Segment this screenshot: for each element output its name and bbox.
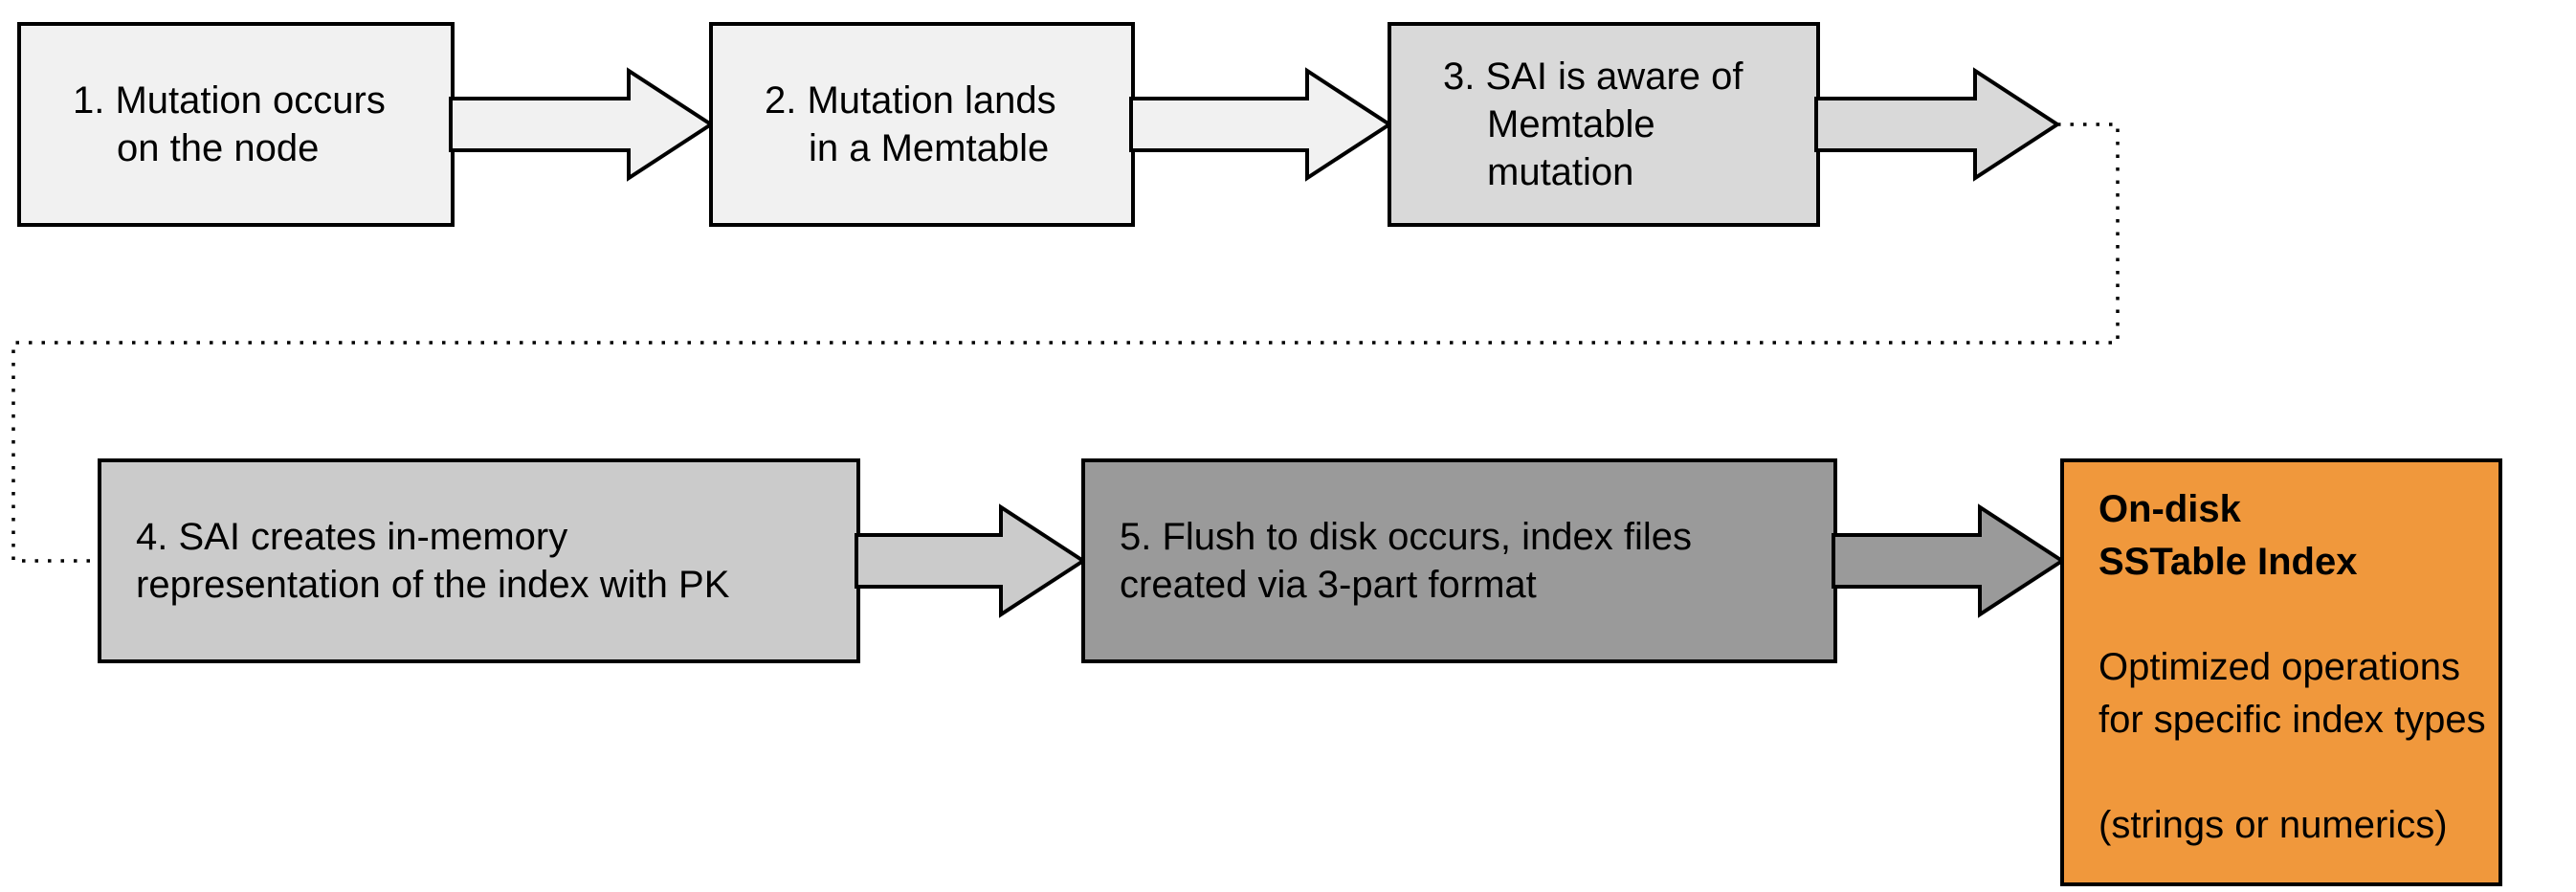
dotted-connector-path <box>11 123 2120 563</box>
step-2-box: 2. Mutation lands in a Memtable <box>709 22 1135 227</box>
step-5-line-1: 5. Flush to disk occurs, index files <box>1120 516 1693 558</box>
result-title-line-2: SSTable Index <box>2099 541 2358 583</box>
result-body-line-1: Optimized operations <box>2099 646 2460 688</box>
flow-arrow-3-shape <box>1814 67 2061 182</box>
step-4-line-2: representation of the index with PK <box>136 564 730 606</box>
step-5-text: 5. Flush to disk occurs, index files cre… <box>1085 513 1705 609</box>
step-5-box: 5. Flush to disk occurs, index files cre… <box>1081 458 1837 663</box>
flow-arrow-4-shape <box>855 503 1087 618</box>
step-1-text: 1. Mutation occurs on the node <box>21 77 399 172</box>
step-5-line-2: created via 3-part format <box>1120 564 1537 606</box>
result-spacer <box>2099 589 2486 641</box>
flow-arrow-1-icon <box>449 67 715 182</box>
result-note: (strings or numerics) <box>2099 804 2448 846</box>
step-3-line-2: Memtable <box>1487 103 1655 145</box>
step-1-box: 1. Mutation occurs on the node <box>17 22 455 227</box>
flow-arrow-5-icon <box>1832 503 2066 618</box>
flow-arrow-3-icon <box>1814 67 2061 182</box>
result-body-line-2: for specific index types <box>2099 699 2486 741</box>
flow-arrow-2-icon <box>1129 67 1393 182</box>
result-spacer <box>2099 747 2486 799</box>
result-text: On-disk SSTable Index Optimized operatio… <box>2064 462 2494 852</box>
flow-arrow-1-shape <box>449 67 715 182</box>
step-3-box: 3. SAI is aware of Memtable mutation <box>1388 22 1820 227</box>
step-3-line-3: mutation <box>1487 151 1634 193</box>
step-4-box: 4. SAI creates in-memory representation … <box>98 458 860 663</box>
step-4-text: 4. SAI creates in-memory representation … <box>101 513 743 609</box>
flow-arrow-5-shape <box>1832 503 2066 618</box>
step-2-line-2: in a Memtable <box>809 127 1050 169</box>
flow-arrow-4-icon <box>855 503 1087 618</box>
step-3-line-1: 3. SAI is aware of <box>1443 56 1743 98</box>
step-2-text: 2. Mutation lands in a Memtable <box>713 77 1070 172</box>
result-title-line-1: On-disk <box>2099 488 2241 530</box>
step-1-line-2: on the node <box>117 127 320 169</box>
step-3-text: 3. SAI is aware of Memtable mutation <box>1391 53 1756 196</box>
step-4-line-1: 4. SAI creates in-memory <box>136 516 568 558</box>
flow-arrow-2-shape <box>1129 67 1393 182</box>
result-box: On-disk SSTable Index Optimized operatio… <box>2060 458 2502 886</box>
step-2-line-1: 2. Mutation lands <box>765 79 1056 122</box>
step-1-line-1: 1. Mutation occurs <box>73 79 386 122</box>
